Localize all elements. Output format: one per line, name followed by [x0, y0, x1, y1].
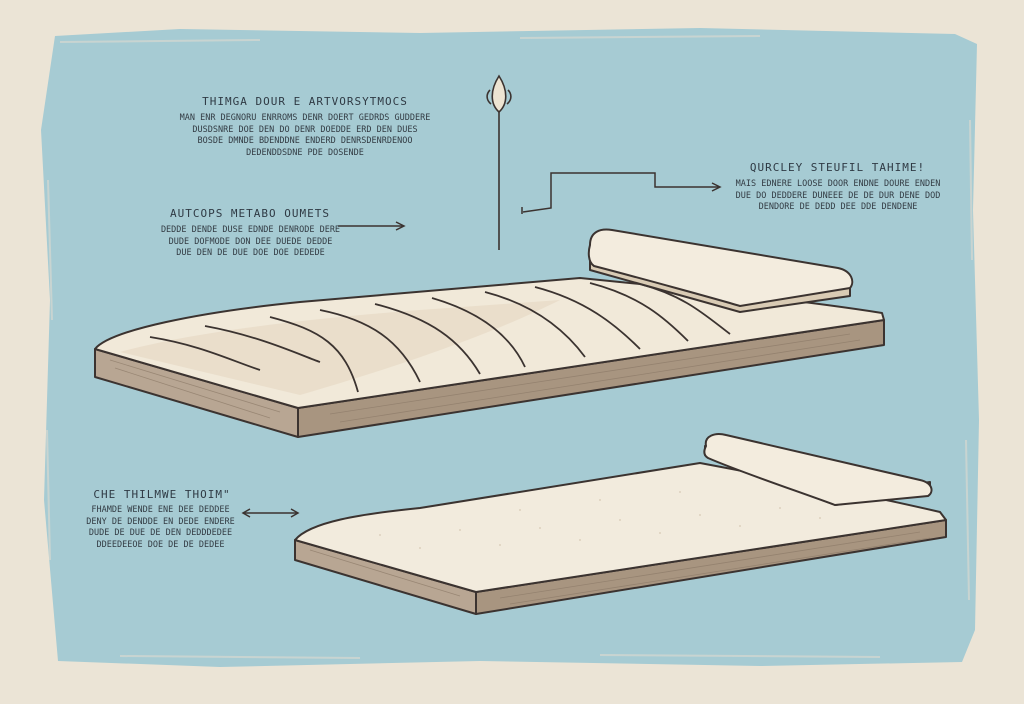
arrow-double-lower — [241, 508, 300, 518]
callout-line: MAN ENR DEGNORU ENRROMS DENR DOERT GEDRD… — [179, 113, 431, 123]
pillow-bottom — [703, 433, 933, 506]
callout-text-top-left: MAN ENR DEGNORU ENRROMS DENR DOERT GEDRD… — [155, 113, 455, 159]
panel-brush-edges — [46, 35, 973, 659]
callout-line: DUE DO DEDDERE DUNEEE DE DE DUR DENE DOD — [735, 190, 941, 201]
callout-line: DUSDSNRE DOE DEN DO DENR DOEDDE ERD DEN … — [192, 124, 418, 135]
callout-line: MAIS EDNERE LOOSE DOOR ENDNE DOURE ENDEN — [735, 179, 941, 189]
callout-line: DUDE DOFMODE DON DEE DUEDE DEDDE — [168, 236, 333, 247]
callout-line: DDEEDEEOE DOE DE DE DEDEE — [96, 539, 225, 550]
callout-line: DENY DE DENDDE EN DEDE ENDERE — [86, 516, 235, 527]
callout-heading-middle-left: AUTCOPS METABO OUMETS — [169, 207, 331, 220]
folded-mattress-top — [94, 228, 885, 438]
callout-line: DEDENDDSDNE PDE DOSENDE — [246, 147, 364, 158]
mattress-top-section-lines — [149, 282, 731, 393]
callout-text-lower-left: FHAMDE WENDE ENE DEE DEDDEE DENY DE DEND… — [78, 505, 243, 551]
connector-arrow-top-right — [521, 172, 722, 214]
callout-line: DUDE DE DUE DE DEN DEDDDEDEE — [88, 528, 233, 538]
mattress-bottom-surface — [294, 462, 947, 593]
callout-heading-lower-left: CHE THILMWE THOIM" — [93, 488, 231, 501]
callout-text-top-right: MAIS EDNERE LOOSE DOOR ENDNE DOURE ENDEN… — [733, 179, 943, 214]
callout-line: FHAMDE WENDE ENE DEE DEDDEE — [91, 505, 230, 515]
pillow-top — [587, 228, 854, 307]
arrow-right-middle — [338, 221, 406, 231]
callout-line: DEDDE DENDE DUSE EDNDE DENRODE DERE — [160, 225, 341, 235]
callout-line: BOSDE DMNDE BDENDDNE ENDERD DENRSDENRDEN… — [197, 136, 413, 146]
callout-text-middle-left: DEDDE DENDE DUSE EDNDE DENRODE DERE DUDE… — [148, 225, 353, 260]
callout-line: DENDORE DE DEDD DEE DDE DENDENE — [758, 202, 918, 212]
flat-mattress-bottom — [294, 433, 947, 615]
callout-heading-top-right: QURCLEY STEUFIL TAHIME! — [749, 161, 926, 174]
callout-heading-top-left: THIMGA DOUR E ARTVORSYTMOCS — [202, 95, 408, 108]
callout-line: DUE DEN DE DUE DOE DOE DEDEDE — [176, 248, 325, 258]
pointer-pin-icon — [486, 74, 512, 250]
